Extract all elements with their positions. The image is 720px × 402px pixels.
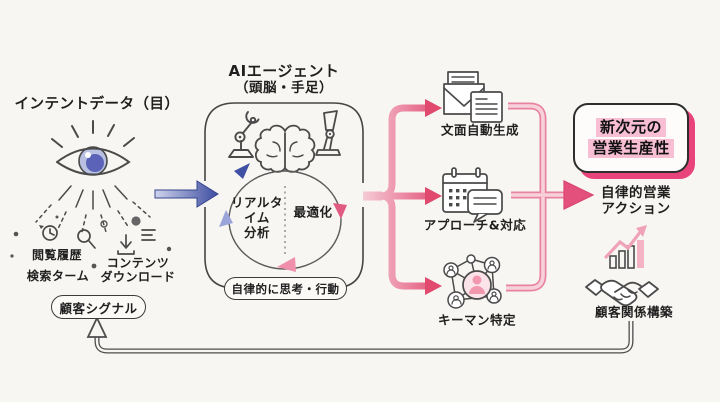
- cycle-arrow-lightblue: [219, 210, 233, 227]
- customer-signal-pill: 顧客シグナル: [51, 295, 146, 319]
- cycle-arrow-pink: [333, 203, 347, 219]
- cycle-arrow-lightpink: [277, 257, 296, 272]
- agent-subtitle: （頭脳・手足）: [235, 80, 333, 97]
- output-trident-arrow: [363, 99, 442, 295]
- magnifier-icon: [77, 229, 96, 249]
- robot-leg-icon: [315, 110, 341, 156]
- result-badge: 新次元の 営業生産性: [573, 103, 689, 173]
- feedback-loop-arrow: [86, 315, 634, 354]
- result-badge-line1: 新次元の: [595, 118, 666, 137]
- network-people-icon: [443, 254, 502, 309]
- download-icon: [117, 234, 135, 255]
- intent-title: インテントデータ（目）: [14, 96, 180, 113]
- agent-title: AIエージェント: [228, 62, 340, 81]
- signal-search-label: 検索ターム: [26, 268, 90, 283]
- signal-dots: [10, 215, 172, 269]
- signal-rays: [35, 185, 151, 233]
- relationship-label: 顧客関係構築: [594, 304, 673, 320]
- eye-icon: [51, 120, 135, 176]
- list-icon: [141, 229, 156, 241]
- calendar-chat-icon: [442, 167, 503, 223]
- sales-action-label: 自律的営業 アクション: [601, 185, 671, 217]
- input-arrow: [154, 180, 219, 208]
- growth-chart-icon: [604, 225, 647, 269]
- realtime-analysis-label: リアルタ イム 分析: [231, 194, 283, 240]
- autonomous-thinking-pill: 自律的に思考・行動: [224, 277, 347, 300]
- handshake-icon: [585, 279, 659, 307]
- signal-history-label: 閲覧履歴: [31, 247, 83, 262]
- output-keyman-label: キーマン特定: [437, 312, 516, 328]
- signal-content-label: コンテンツ ダウンロード: [100, 255, 176, 284]
- optimization-label: 最適化: [293, 204, 333, 220]
- brain-icon: [254, 124, 316, 173]
- merge-arrows: [506, 102, 595, 292]
- result-badge-line2: 営業生産性: [588, 139, 674, 158]
- output-approach-label: アプローチ&対応: [423, 217, 527, 233]
- agent-cycle: [219, 163, 347, 272]
- cycle-arrow-blue: [234, 163, 250, 179]
- robot-arm-icon: [228, 111, 260, 158]
- output-generate-label: 文面自動生成: [440, 122, 519, 138]
- history-icon: [39, 225, 58, 241]
- mail-doc-icon: [443, 71, 503, 123]
